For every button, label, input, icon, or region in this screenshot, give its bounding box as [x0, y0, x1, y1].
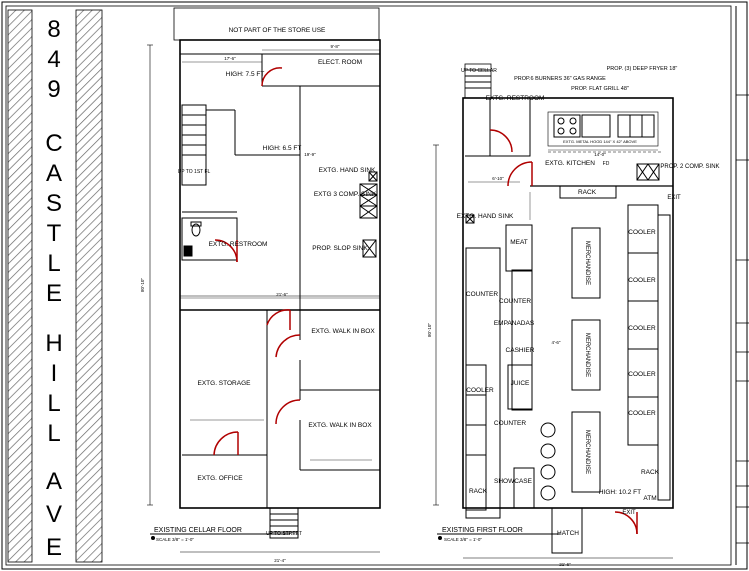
first-dim-b: 14'-0" [594, 152, 606, 157]
cashier-label: CASHIER [506, 347, 535, 354]
first-restroom-label: EXTG. RESTROOM [486, 95, 545, 102]
comp-sink-label: PROP. 2 COMP. SINK [660, 164, 719, 170]
cooler-2-label: COOLER [628, 277, 656, 284]
showcase-label: SHOWCASE [494, 478, 533, 485]
cellar-hand-sink-label: EXTG. HAND SINK [319, 167, 376, 174]
cellar-dim-mid: 19'-9" [304, 152, 316, 157]
rack-top-label: RACK [578, 189, 597, 196]
first-scale: SCALE 3/8" = 1'-0" [444, 537, 482, 542]
hatch-strip-left [7, 9, 33, 563]
first-floor-title: EXISTING FIRST FLOOR [442, 527, 523, 534]
empanadas-label: EMPANADAS [494, 320, 535, 327]
address-letter: V [45, 501, 62, 528]
hatch-strip-right [75, 9, 103, 563]
first-dim-total-h: 80'-10" [427, 323, 432, 337]
cellar-dim-total-h: 80'-10" [140, 278, 145, 292]
address-letter: A [45, 160, 62, 187]
cellar-plan [147, 7, 381, 553]
cooler-5-label: COOLER [628, 410, 656, 417]
merch-3-label: MERCHANDISE [584, 430, 590, 474]
cooler-left-label: COOLER [466, 387, 494, 394]
first-height-label: HIGH: 10.2 FT [599, 489, 641, 496]
address-letter: T [46, 220, 62, 247]
hatch-label: HATCH [557, 530, 579, 537]
first-dim-a: 6'-10" [492, 176, 504, 181]
cellar-door-swings [213, 67, 301, 456]
atm-label: ATM [643, 495, 656, 502]
counter-left-label: COUNTER [466, 291, 498, 298]
address-letter: C [45, 130, 63, 157]
cellar-floor-title: EXISTING CELLAR FLOOR [154, 527, 242, 534]
storage-label: EXTG. STORAGE [198, 380, 252, 387]
cooler-1-label: COOLER [628, 229, 656, 236]
up-to-cellar-label: UP TO CELLAR [461, 68, 497, 74]
counter-mid-label: COUNTER [499, 298, 531, 305]
fd-label: FD [603, 161, 610, 167]
address-letter: S [45, 190, 62, 217]
walkin-1-label: EXTG. WALK IN BOX [311, 328, 375, 335]
address-letter: L [47, 420, 61, 447]
address-letter: E [45, 280, 62, 307]
elect-room-label: ELECT. ROOM [318, 59, 362, 66]
height-2-label: HIGH: 6.5 FT [263, 145, 302, 152]
address-letter: A [45, 468, 62, 495]
first-floor-plan [433, 63, 674, 559]
merch-2-label: MERCHANDISE [584, 333, 590, 377]
grill-label: PROP. FLAT GRILL 48" [571, 86, 629, 92]
stair-street-label: UP TO STREET [266, 531, 302, 537]
cellar-dim-w: 21'-6" [276, 292, 288, 297]
meat-label: MEAT [510, 239, 528, 246]
fryer-label: PROP. (3) DEEP FRYER 18" [607, 66, 678, 72]
address-letter: I [50, 360, 58, 387]
first-dim-c: 4'-6" [552, 340, 561, 345]
address-letter: 4 [47, 46, 61, 73]
not-part-label: NOT PART OF THE STORE USE [229, 27, 326, 34]
rack-left-label: RACK [469, 488, 488, 495]
sheet-inner-border [5, 5, 732, 566]
address-letter: E [45, 534, 62, 561]
slop-sink-label: PROP. SLOP SINK [312, 245, 368, 252]
cooler-4-label: COOLER [628, 371, 656, 378]
stair-up-label: UP TO 1ST FL [178, 169, 211, 175]
burners-label: PROP.6 BURNERS 36" GAS RANGE [514, 76, 606, 82]
cellar-comp-sink-label: EXTG 3 COMP. SINK [314, 191, 377, 198]
merch-1-label: MERCHANDISE [584, 241, 590, 285]
address-column: 849849CASTLECASTLEHILLHILLAVEAVE [40, 10, 68, 562]
cellar-dim-bottom: 21'-4" [274, 558, 286, 563]
address-letter: H [45, 330, 63, 357]
cellar-dim-elect: 17'-6" [224, 56, 236, 61]
cooler-3-label: COOLER [628, 325, 656, 332]
walkin-2-label: EXTG. WALK IN BOX [308, 422, 372, 429]
kitchen-label: EXTG. KITCHEN [545, 160, 595, 167]
juice-label: JUICE [511, 380, 530, 387]
address-letter: L [47, 250, 61, 277]
height-1-label: HIGH: 7.5 FT [226, 71, 265, 78]
first-hand-sink-label: EXTG. HAND SINK [457, 213, 514, 220]
first-door-swings [489, 129, 638, 535]
hood-label: EXTG. METAL HOOD 144" X 42" ABOVE [563, 139, 637, 144]
address-letter: 8 [47, 16, 61, 43]
cellar-dim-top: 9'-8" [331, 44, 340, 49]
exit-top-label: EXIT [667, 195, 681, 201]
first-dim-w: 21'-6" [559, 562, 571, 567]
address-letter: L [47, 390, 61, 417]
exit-bottom-label: EXIT [622, 510, 636, 516]
cellar-restroom-label: EXTG. RESTROOM [209, 241, 268, 248]
counter-low-label: COUNTER [494, 420, 526, 427]
office-label: EXTG. OFFICE [197, 475, 243, 482]
rack-right-label: RACK [641, 469, 660, 476]
cellar-scale: SCALE 3/8" = 1'-0" [156, 537, 194, 542]
address-letter: 9 [47, 76, 61, 103]
